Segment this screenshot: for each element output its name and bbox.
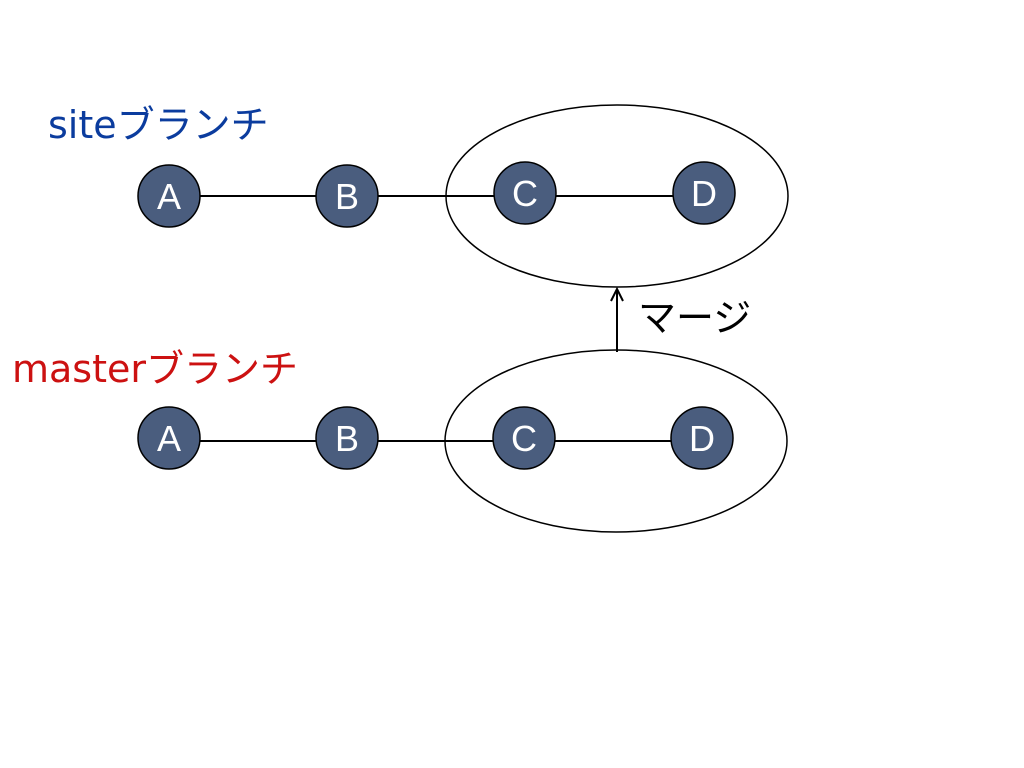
merge-arrow-head <box>610 286 624 302</box>
master-node-b-label: B <box>335 418 359 459</box>
merge-label: マージ <box>638 296 751 340</box>
master-node-c-label: C <box>511 418 537 459</box>
master-node-a-circle <box>137 406 201 470</box>
master-node-a-label: A <box>157 418 181 459</box>
site-node-d: D <box>672 161 736 225</box>
master-node-a: A <box>137 406 201 470</box>
site-node-b-label: B <box>335 176 359 217</box>
master-node-d-label: D <box>689 418 715 459</box>
site-node-b-circle <box>315 164 379 228</box>
site-branch-label: siteブランチ <box>48 103 269 147</box>
site-node-c-circle <box>493 161 557 225</box>
site-node-d-circle <box>672 161 736 225</box>
master-node-d-circle <box>670 406 734 470</box>
site-node-a: A <box>137 164 201 228</box>
site-node-a-circle <box>137 164 201 228</box>
site-node-c-label: C <box>512 173 538 214</box>
master-node-b-circle <box>315 406 379 470</box>
master-branch-label: masterブランチ <box>12 347 298 391</box>
master-commits-ellipse <box>444 349 788 533</box>
site-node-d-label: D <box>691 173 717 214</box>
master-node-c: C <box>492 406 556 470</box>
master-node-d: D <box>670 406 734 470</box>
site-node-b: B <box>315 164 379 228</box>
site-node-c: C <box>493 161 557 225</box>
merge-arrow <box>610 286 624 352</box>
site-node-a-label: A <box>157 176 181 217</box>
master-node-c-circle <box>492 406 556 470</box>
master-node-b: B <box>315 406 379 470</box>
